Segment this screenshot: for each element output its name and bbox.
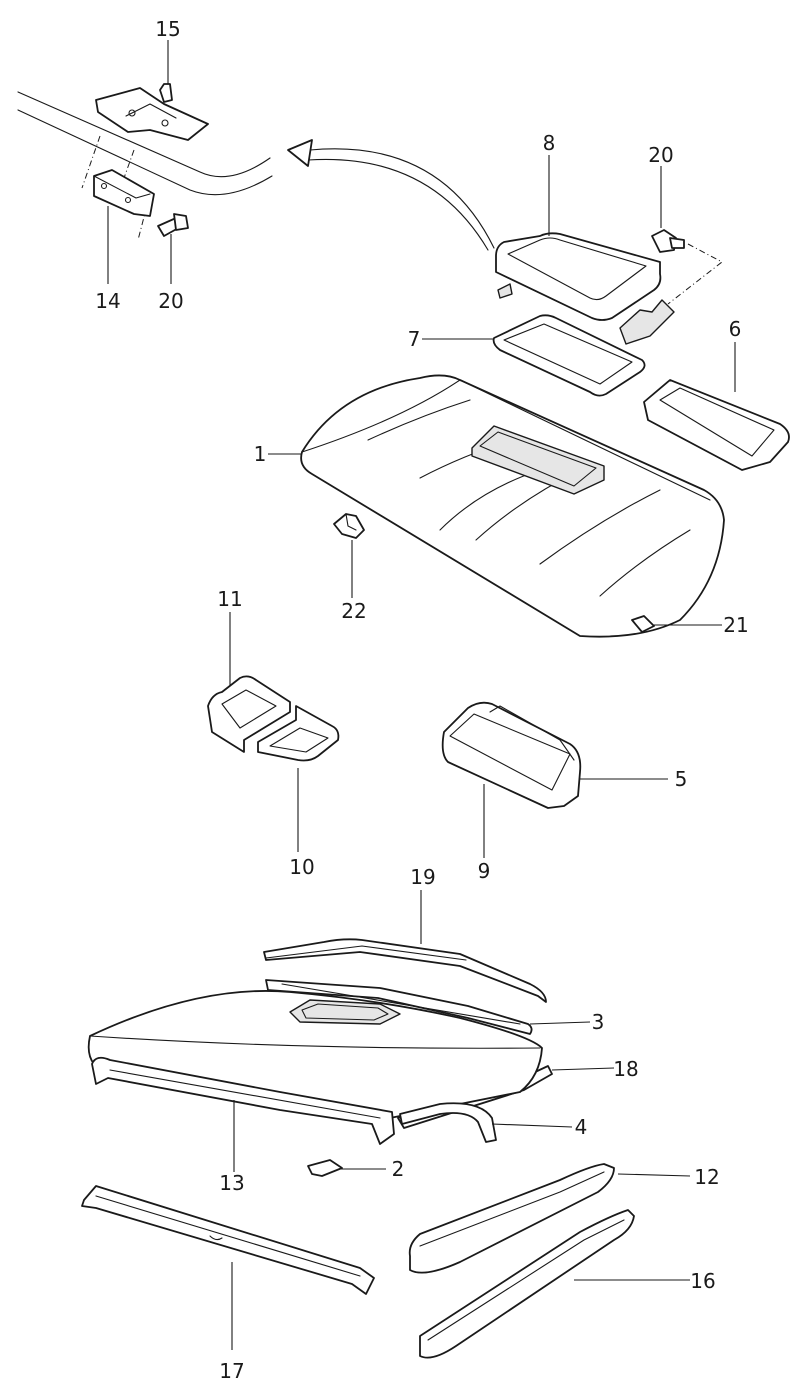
part-8-sunroof-panel <box>495 232 675 345</box>
callout-18: 18 <box>613 1057 638 1081</box>
callout-6: 6 <box>729 317 742 341</box>
leader-lines <box>107 40 736 1350</box>
callout-16: 16 <box>690 1269 715 1293</box>
part-17-trim <box>81 1185 375 1295</box>
part-10-seal-half <box>257 705 340 762</box>
part-20-bolt-right <box>651 229 723 305</box>
callout-7: 7 <box>408 327 421 351</box>
part-2-clip <box>307 1159 343 1177</box>
roof-edge-detail <box>17 91 273 196</box>
callout-10: 10 <box>289 855 314 879</box>
callout-17: 17 <box>219 1359 244 1383</box>
part-4-strip <box>399 1102 497 1143</box>
callout-19: 19 <box>410 865 435 889</box>
callout-21: 21 <box>723 613 748 637</box>
callout-22: 22 <box>341 599 366 623</box>
part-15-hinge-plate <box>95 83 209 141</box>
callout-3: 3 <box>592 1010 605 1034</box>
roof-assembly-underside <box>87 990 543 1119</box>
callout-labels: 15 14 20 8 20 7 6 1 22 21 11 10 9 5 19 3… <box>95 17 748 1383</box>
part-5-tray <box>441 701 582 809</box>
callout-2: 2 <box>392 1157 405 1181</box>
part-19-trim <box>263 938 547 1003</box>
part-3-trim <box>265 979 533 1035</box>
callout-11: 11 <box>217 587 242 611</box>
callout-20-right: 20 <box>648 143 673 167</box>
callout-5: 5 <box>675 767 688 791</box>
part-6-frame <box>643 379 790 471</box>
part-16-trim <box>419 1209 635 1359</box>
part-11-seal-half <box>207 675 291 753</box>
part-14-bracket <box>93 169 155 217</box>
callout-20-left: 20 <box>158 289 183 313</box>
direction-arrow <box>287 139 495 251</box>
part-12-trim <box>408 1163 615 1274</box>
part-22-clip <box>333 513 365 539</box>
part-13-side-rail <box>91 1056 395 1145</box>
callout-12: 12 <box>694 1165 719 1189</box>
part-21-clip <box>631 615 655 633</box>
callout-9: 9 <box>478 859 491 883</box>
callout-14: 14 <box>95 289 120 313</box>
callout-15: 15 <box>155 17 180 41</box>
callout-1: 1 <box>254 442 267 466</box>
part-7-seal <box>492 314 646 397</box>
part-1-roof-panel <box>300 374 725 638</box>
part-20-bolt-left <box>157 213 189 237</box>
callout-13: 13 <box>219 1171 244 1195</box>
callout-4: 4 <box>575 1115 588 1139</box>
callout-8: 8 <box>543 131 556 155</box>
